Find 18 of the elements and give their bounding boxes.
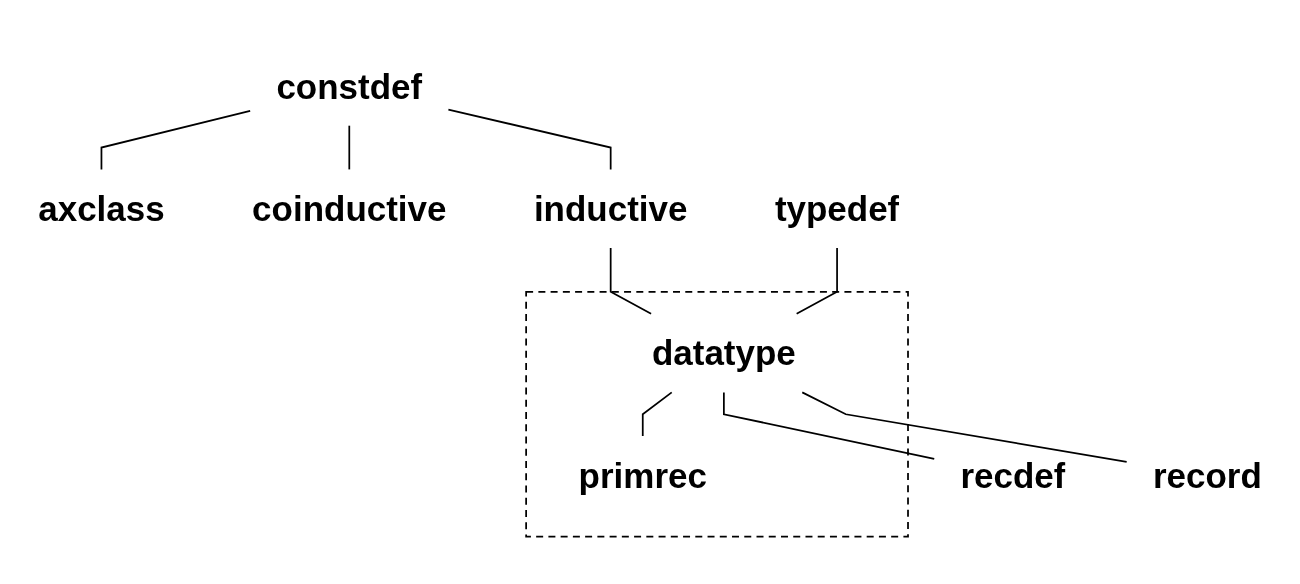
connector: [795, 247, 838, 315]
node-text: primrec: [578, 456, 707, 495]
connector: [100, 110, 252, 171]
connector: [801, 391, 1128, 463]
node-text: typedef: [774, 189, 900, 229]
node-text: record: [1152, 456, 1262, 495]
node-text: constdef: [276, 67, 423, 106]
node-text: recdef: [960, 456, 1066, 495]
node-text: inductive: [533, 189, 688, 229]
node-text: axclass: [38, 189, 165, 229]
connector: [723, 391, 936, 460]
cluster: [525, 291, 909, 538]
connector: [447, 108, 612, 171]
connector: [609, 247, 652, 315]
node-text: coinductive: [252, 189, 447, 229]
connector: [348, 125, 351, 171]
node-text: datatype: [651, 333, 796, 373]
connector: [641, 391, 673, 438]
